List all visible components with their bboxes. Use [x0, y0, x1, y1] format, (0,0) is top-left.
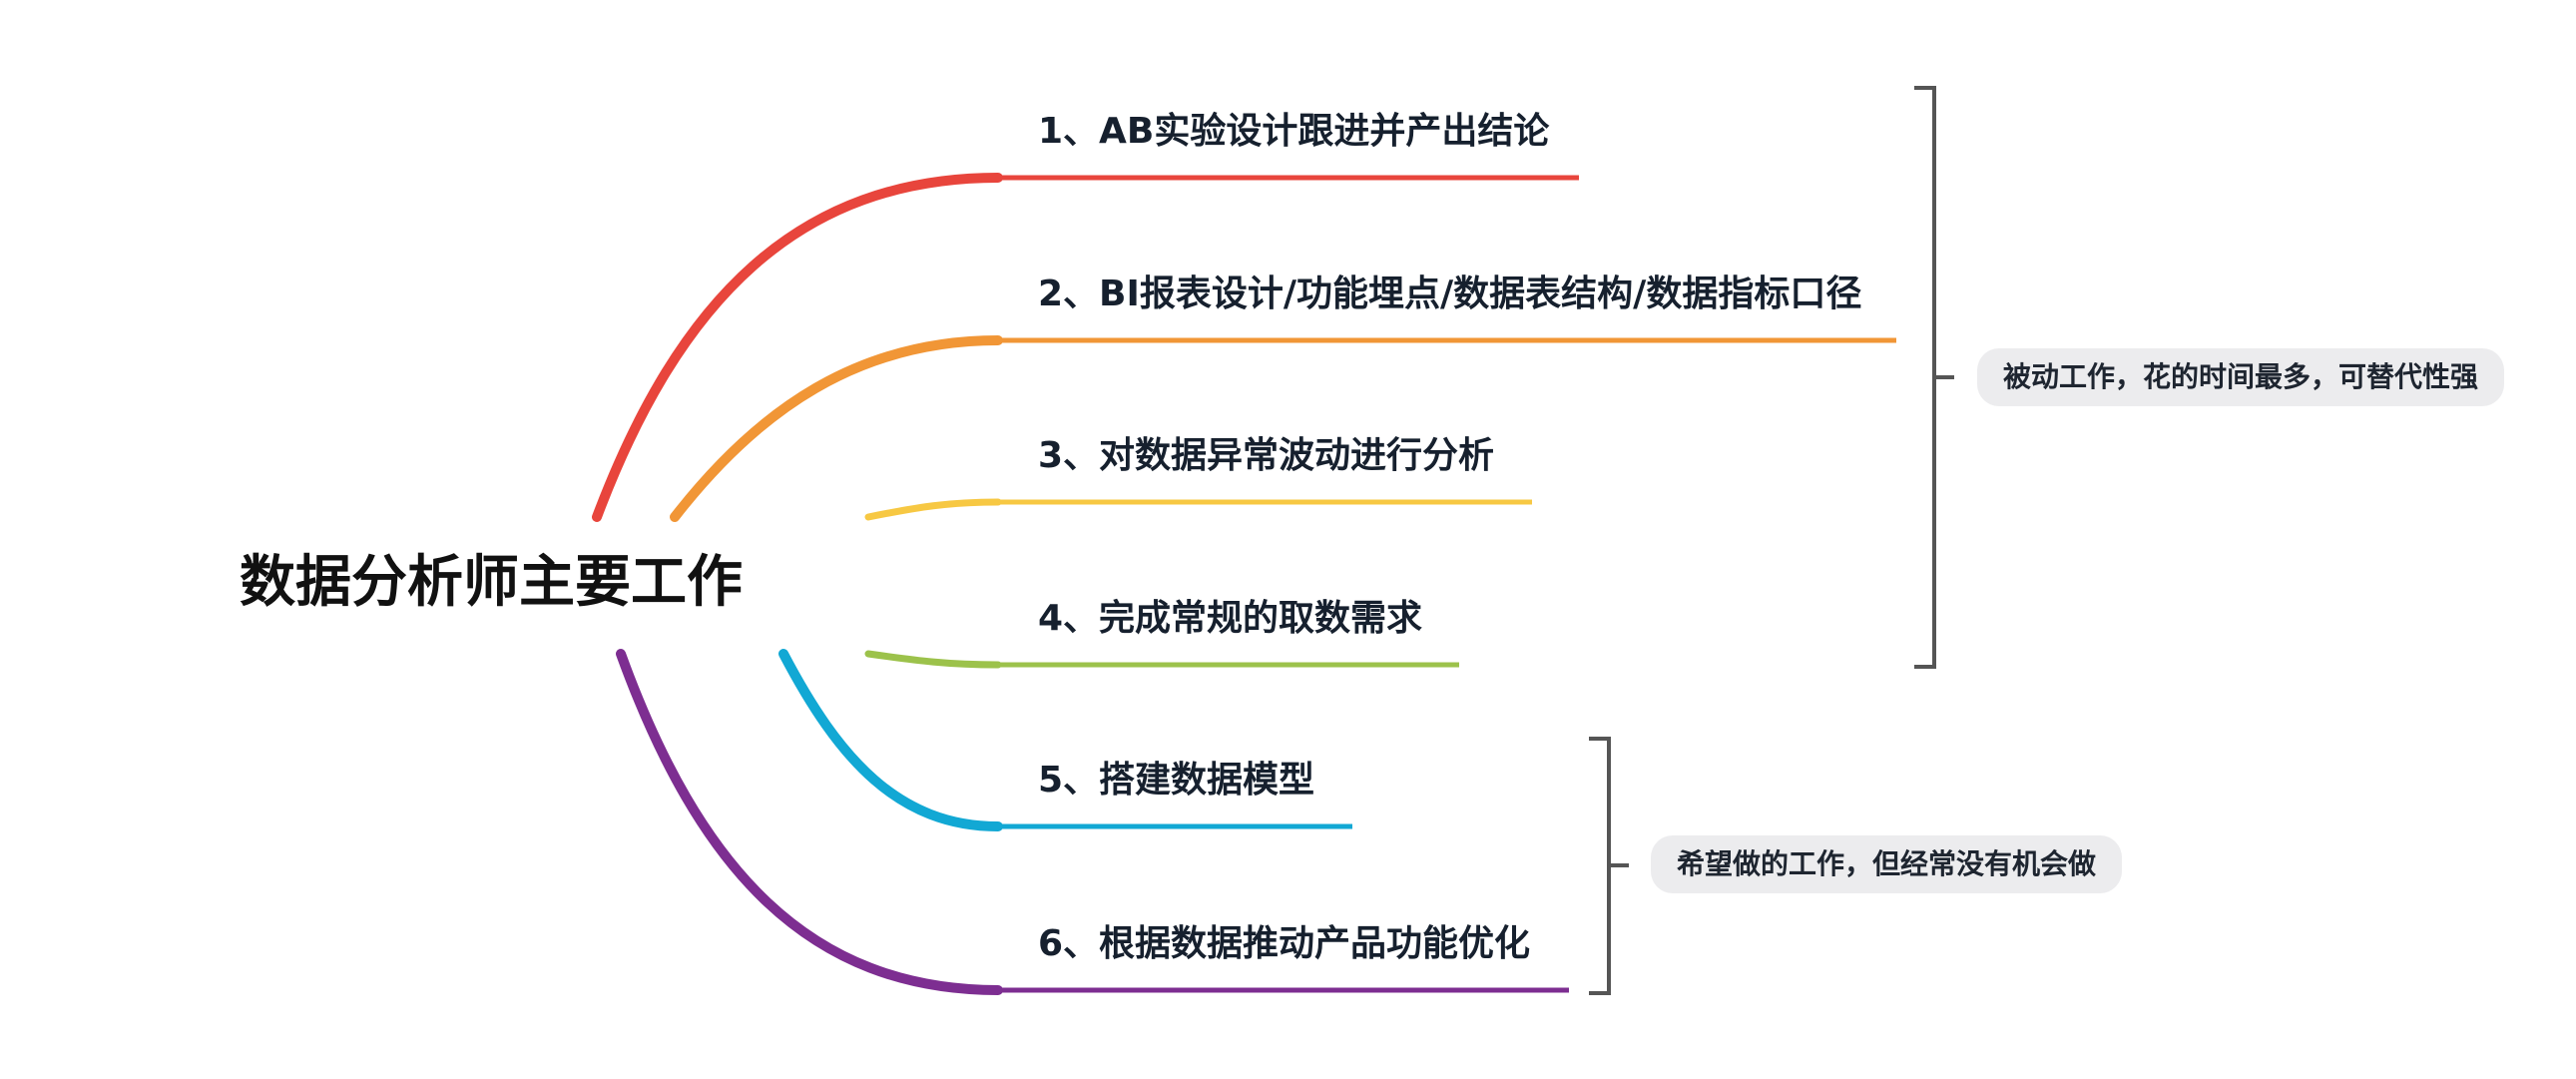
branch-connector-2 — [670, 335, 1003, 522]
branch-label-1[interactable]: 1、AB实验设计跟进并产出结论 — [1038, 111, 1550, 152]
branch-connector-1 — [592, 173, 1003, 522]
root-topic[interactable]: 数据分析师主要工作 — [240, 550, 743, 615]
branch-connector-4 — [864, 650, 1002, 669]
branch-connector-6 — [616, 649, 1003, 995]
branch-label-6[interactable]: 6、根据数据推动产品功能优化 — [1038, 923, 1531, 964]
branch-label-4[interactable]: 4、完成常规的取数需求 — [1038, 598, 1423, 639]
branch-connector-5 — [778, 649, 1003, 831]
summary-note-desired[interactable]: 希望做的工作，但经常没有机会做 — [1651, 835, 2123, 893]
branch-label-3[interactable]: 3、对数据异常波动进行分析 — [1038, 435, 1495, 476]
summary-note-passive[interactable]: 被动工作，花的时间最多，可替代性强 — [1977, 348, 2505, 406]
summary-bracket-2 — [1589, 737, 1629, 995]
summary-bracket-1 — [1914, 86, 1954, 669]
branch-label-5[interactable]: 5、搭建数据模型 — [1038, 760, 1315, 801]
branch-connector-3 — [864, 498, 1002, 521]
branch-label-2[interactable]: 2、BI报表设计/功能埋点/数据表结构/数据指标口径 — [1038, 273, 1862, 314]
